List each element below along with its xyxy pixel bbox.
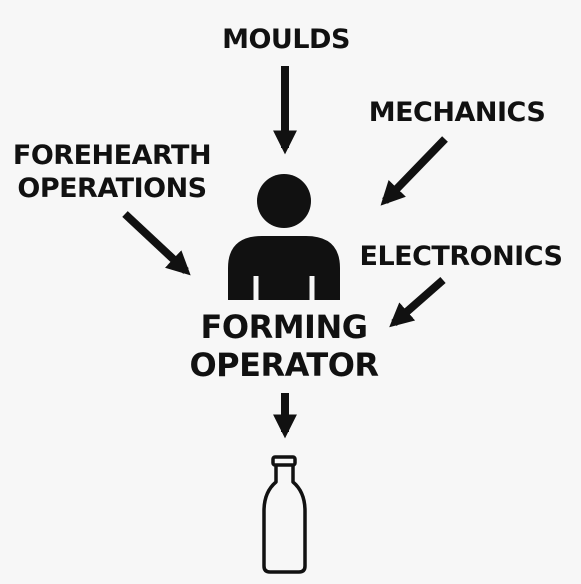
forming-operator-label-line2: OPERATOR [189,346,378,384]
forming-operator-label-line1: FORMING [201,308,368,346]
bottle-icon [262,455,307,574]
person-icon [228,174,340,300]
forehearth-label-line1: FOREHEARTH [13,140,211,171]
mechanics-label: MECHANICS [369,97,546,128]
electronics-arrow [389,276,446,328]
electronics-label: ELECTRONICS [360,241,563,272]
mechanics-arrow [380,136,448,206]
moulds-label: MOULDS [222,24,350,55]
forehearth-arrow [122,211,191,276]
forehearth-label-line2: OPERATIONS [17,173,206,204]
